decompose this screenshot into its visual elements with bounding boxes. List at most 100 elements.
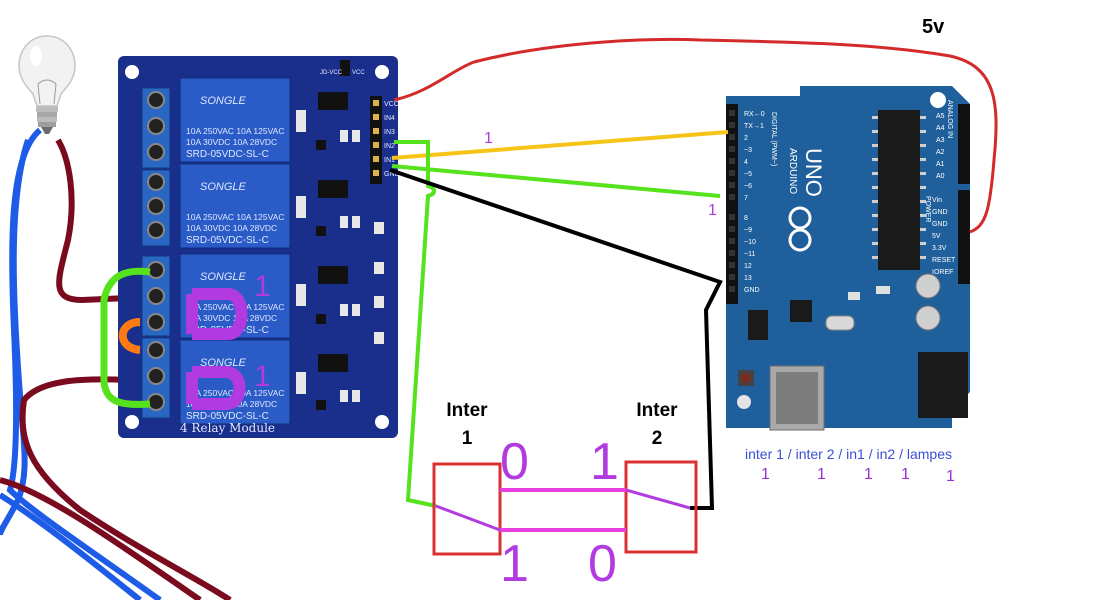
relay-module-title: 4 Relay Module (180, 421, 275, 435)
svg-text:10A 30VDC 10A 28VDC: 10A 30VDC 10A 28VDC (186, 223, 277, 233)
wire-green-value: 1 (708, 202, 717, 219)
svg-text:10A 30VDC 10A 28VDC: 10A 30VDC 10A 28VDC (186, 137, 277, 147)
svg-text:4: 4 (744, 159, 748, 166)
wire-yellow-value: 1 (484, 130, 493, 147)
svg-text:8: 8 (744, 215, 748, 222)
switch-1-top-state: 0 (500, 433, 529, 491)
state-legend-header: inter 1 / inter 2 / in1 / in2 / lampes (745, 446, 952, 462)
relay-4: SONGLE 10A 250VAC 10A 125VAC 10A 30VDC 1… (179, 77, 291, 163)
svg-text:~3: ~3 (744, 147, 752, 154)
svg-text:IN4: IN4 (384, 115, 395, 122)
wire-yellow (391, 130, 729, 160)
switch-2-title: Inter (636, 400, 678, 421)
svg-text:5V: 5V (932, 233, 941, 240)
arduino-uno: RX←0 TX→1 2 ~3 4 ~5 ~6 7 8 ~9 ~10 ~11 12… (726, 86, 970, 431)
svg-text:GND: GND (932, 209, 948, 216)
arduino-brand: ARDUINO (787, 148, 798, 194)
svg-text:IN2: IN2 (384, 143, 395, 150)
svg-text:VCC: VCC (352, 70, 365, 76)
svg-text:~11: ~11 (744, 251, 755, 258)
svg-text:A5: A5 (936, 113, 945, 120)
switch-1-title: Inter (446, 400, 488, 421)
svg-text:A0: A0 (936, 173, 945, 180)
relay-pin-header: VCC IN4 IN3 IN2 IN1 GND (370, 96, 400, 184)
switch-2-top-state: 1 (590, 433, 619, 491)
atmega-chip (878, 110, 920, 270)
svg-text:RESET: RESET (932, 257, 956, 264)
legend-value-lampes: 1 (946, 468, 955, 485)
svg-text:2: 2 (744, 135, 748, 142)
wire-orange-jumper (118, 318, 141, 354)
svg-text:GND: GND (744, 287, 760, 294)
wire-red-5v (393, 37, 998, 234)
switch-1-box (432, 462, 502, 556)
svg-text:10A 250VAC 10A 125VAC: 10A 250VAC 10A 125VAC (186, 212, 284, 222)
svg-text:SRD-05VDC-SL-C: SRD-05VDC-SL-C (186, 411, 269, 422)
svg-text:ANALOG IN: ANALOG IN (946, 100, 953, 138)
relay-1-state: 1 (254, 360, 271, 393)
wire-maroon-lamp (55, 138, 129, 304)
svg-text:Vin: Vin (932, 197, 942, 204)
svg-text:SRD-05VDC-SL-C: SRD-05VDC-SL-C (186, 149, 269, 160)
light-bulb-icon (18, 35, 76, 134)
terminal-blocks (141, 87, 171, 419)
svg-text:POWER: POWER (924, 196, 931, 222)
legend-value-inter2: 1 (817, 466, 826, 483)
relay-2-contact-mark (186, 288, 248, 340)
svg-text:3.3V: 3.3V (932, 245, 947, 252)
svg-text:JD-VCC: JD-VCC (320, 70, 343, 76)
relay-2-state: 1 (254, 270, 271, 303)
relay-1-contact-mark (186, 366, 246, 410)
svg-text:~5: ~5 (744, 171, 752, 178)
svg-text:13: 13 (744, 275, 752, 282)
wire-green-to-switch (394, 140, 437, 508)
svg-text:SRD-05VDC-SL-C: SRD-05VDC-SL-C (186, 235, 269, 246)
switch-1-bottom-state: 1 (500, 535, 529, 593)
legend-value-in1: 1 (864, 466, 873, 483)
svg-text:A1: A1 (936, 161, 945, 168)
svg-text:SONGLE: SONGLE (200, 95, 247, 107)
svg-text:VCC: VCC (384, 101, 399, 108)
wire-black-gnd (389, 168, 723, 510)
svg-text:10A 250VAC 10A 125VAC: 10A 250VAC 10A 125VAC (186, 126, 284, 136)
svg-text:IN3: IN3 (384, 129, 395, 136)
svg-text:IOREF: IOREF (932, 269, 953, 276)
wire-green-loop (100, 267, 151, 408)
switch-1-lever (435, 504, 501, 532)
legend-value-inter1: 1 (761, 466, 770, 483)
arduino-logo-icon (788, 206, 812, 252)
relay-state-marks: 1 1 (186, 270, 271, 410)
arduino-model: UNO (801, 148, 826, 197)
switch-2-bottom-state: 0 (588, 535, 617, 593)
switch-circuit (432, 460, 698, 556)
svg-text:SONGLE: SONGLE (200, 181, 247, 193)
switch-2-box (624, 460, 698, 554)
wire-maroon-mains (19, 376, 232, 600)
svg-text:GND: GND (932, 221, 948, 228)
mains-wires (0, 127, 232, 600)
signal-wires (389, 37, 998, 510)
svg-text:RX←0: RX←0 (744, 111, 765, 118)
switch-2-number: 2 (651, 428, 663, 449)
svg-text:TX→1: TX→1 (744, 123, 764, 130)
svg-text:GND: GND (384, 171, 400, 178)
svg-text:A2: A2 (936, 149, 945, 156)
svg-text:IN1: IN1 (384, 157, 395, 164)
legend-value-in2: 1 (901, 466, 910, 483)
svg-text:~10: ~10 (744, 239, 756, 246)
relay-3: SONGLE 10A 250VAC 10A 125VAC 10A 30VDC 1… (179, 163, 291, 249)
switch-2-lever (625, 488, 691, 510)
relay-side-wires (100, 267, 151, 408)
wire-green-to-arduino (391, 164, 721, 198)
svg-text:SONGLE: SONGLE (200, 271, 247, 283)
svg-text:10A 30VDC 10A 28VDC: 10A 30VDC 10A 28VDC (186, 313, 277, 323)
switch-1-number: 1 (461, 428, 473, 449)
svg-text:7: 7 (744, 195, 748, 202)
svg-text:~6: ~6 (744, 183, 752, 190)
power-jack (918, 352, 968, 418)
svg-text:A3: A3 (936, 137, 945, 144)
supply-voltage-label: 5v (922, 16, 945, 38)
svg-text:A4: A4 (936, 125, 945, 132)
svg-text:12: 12 (744, 263, 752, 270)
